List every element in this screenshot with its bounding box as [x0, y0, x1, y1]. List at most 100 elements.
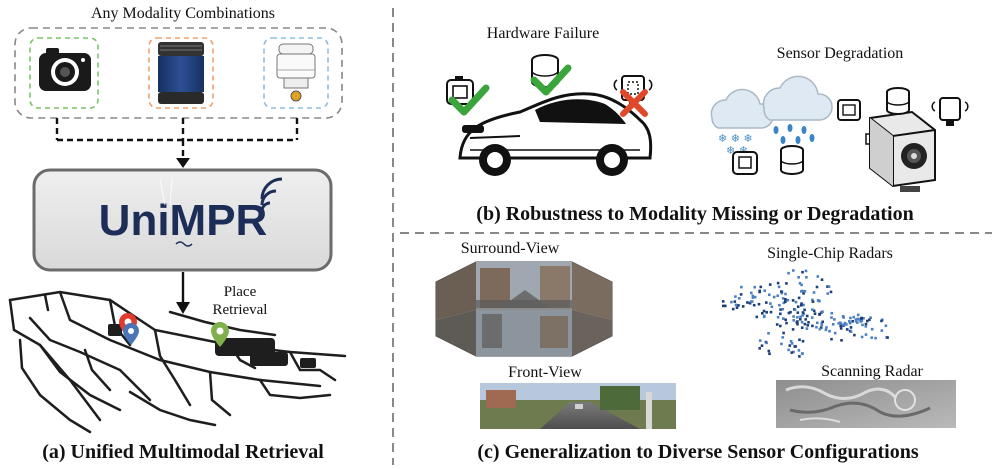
- radar-point: [800, 326, 804, 329]
- radar-point: [797, 296, 801, 300]
- radar-point: [746, 301, 749, 304]
- radar-point: [781, 307, 784, 311]
- radar-point: [792, 350, 795, 354]
- radar-point: [792, 315, 795, 318]
- radar-point: [825, 326, 828, 329]
- radar-point: [776, 281, 780, 285]
- radar-point: [820, 323, 824, 327]
- unimpr-model-box: [32, 168, 333, 272]
- radar-point: [870, 327, 874, 331]
- radar-point: [837, 322, 840, 325]
- radar-point: [733, 300, 737, 303]
- radar-point: [753, 285, 756, 289]
- radar-point: [769, 302, 772, 305]
- merge-arrowhead: [176, 158, 190, 168]
- radar-point: [762, 315, 766, 319]
- radar-point: [734, 303, 738, 307]
- radar-point: [738, 297, 741, 300]
- radar-point: [864, 325, 868, 328]
- radar-point: [860, 335, 864, 339]
- radar-point: [800, 302, 803, 305]
- radar-point: [789, 310, 792, 314]
- radar-point: [868, 318, 871, 322]
- radar-point: [826, 292, 830, 295]
- radar-point: [797, 349, 801, 352]
- radar-point: [782, 301, 786, 305]
- check-icon-camera: [448, 84, 490, 116]
- radar-point: [779, 324, 782, 328]
- radar-point: [737, 304, 740, 307]
- radar-point: [798, 338, 801, 342]
- radar-point: [782, 317, 785, 320]
- radar-point: [780, 291, 784, 295]
- radar-point: [852, 315, 855, 319]
- radar-point: [772, 295, 776, 299]
- logo-mustache: [175, 241, 193, 247]
- radar-point: [804, 269, 808, 273]
- radar-point: [750, 291, 753, 295]
- front-view-image: [480, 383, 676, 429]
- radar-icon-small: [931, 97, 969, 126]
- radar-point: [812, 291, 816, 294]
- single-chip-radars-label: Single-Chip Radars: [767, 245, 893, 262]
- radar-point: [768, 352, 771, 356]
- radar-point: [784, 298, 787, 301]
- camera-icon-degraded: [732, 151, 758, 175]
- radar-point: [848, 320, 851, 323]
- radar-point: [765, 301, 768, 304]
- radar-point: [840, 339, 843, 342]
- radar-point: [721, 300, 725, 303]
- radar-point: [874, 336, 877, 340]
- camera-modality-box: [29, 37, 99, 109]
- radar-point: [798, 355, 801, 358]
- radar-point: [755, 315, 759, 319]
- radar-point: [842, 316, 845, 319]
- radar-point: [807, 321, 810, 324]
- radar-point: [785, 321, 788, 325]
- radar-point: [811, 300, 815, 303]
- radar-point: [845, 328, 849, 331]
- radar-point: [780, 342, 783, 346]
- radar-point: [803, 322, 807, 326]
- radar-point: [739, 293, 743, 296]
- radar-point: [813, 312, 817, 315]
- radar-point: [792, 269, 795, 272]
- panel-c: Surround-View Single-Chip Radars Front-V…: [435, 240, 956, 463]
- radar-point: [741, 305, 745, 308]
- radar-point: [761, 312, 764, 315]
- radar-point: [780, 290, 783, 293]
- radar-point: [769, 310, 773, 314]
- radar-point: [751, 294, 755, 298]
- radar-point: [787, 311, 791, 315]
- radar-point: [778, 303, 781, 307]
- radar-point: [794, 345, 797, 348]
- radar-point: [777, 285, 781, 289]
- radar-point: [784, 292, 787, 296]
- radar-point: [816, 321, 819, 325]
- radar-point: [805, 314, 809, 318]
- radar-point: [860, 316, 863, 320]
- radar-point: [817, 299, 821, 303]
- radar-point: [767, 349, 771, 353]
- radar-point: [866, 319, 869, 323]
- radar-point: [828, 329, 831, 333]
- radar-point: [722, 304, 725, 308]
- radar-point: [787, 348, 790, 352]
- radar-point: [819, 326, 823, 329]
- radar-point: [812, 309, 816, 313]
- radar-point: [796, 316, 799, 319]
- radar-point: [827, 285, 831, 288]
- radar-point: [801, 311, 805, 314]
- lidar-icon-small: [886, 87, 910, 115]
- radar-point: [802, 303, 805, 307]
- road-map: [8, 290, 347, 434]
- radar-point: [784, 300, 787, 304]
- radar-point: [800, 320, 804, 324]
- radar-point: [790, 351, 793, 354]
- radar-point: [821, 320, 824, 324]
- radar-point: [792, 319, 795, 322]
- radar-point: [779, 312, 782, 316]
- radar-point: [789, 340, 793, 343]
- front-view-label: Front-View: [508, 364, 582, 381]
